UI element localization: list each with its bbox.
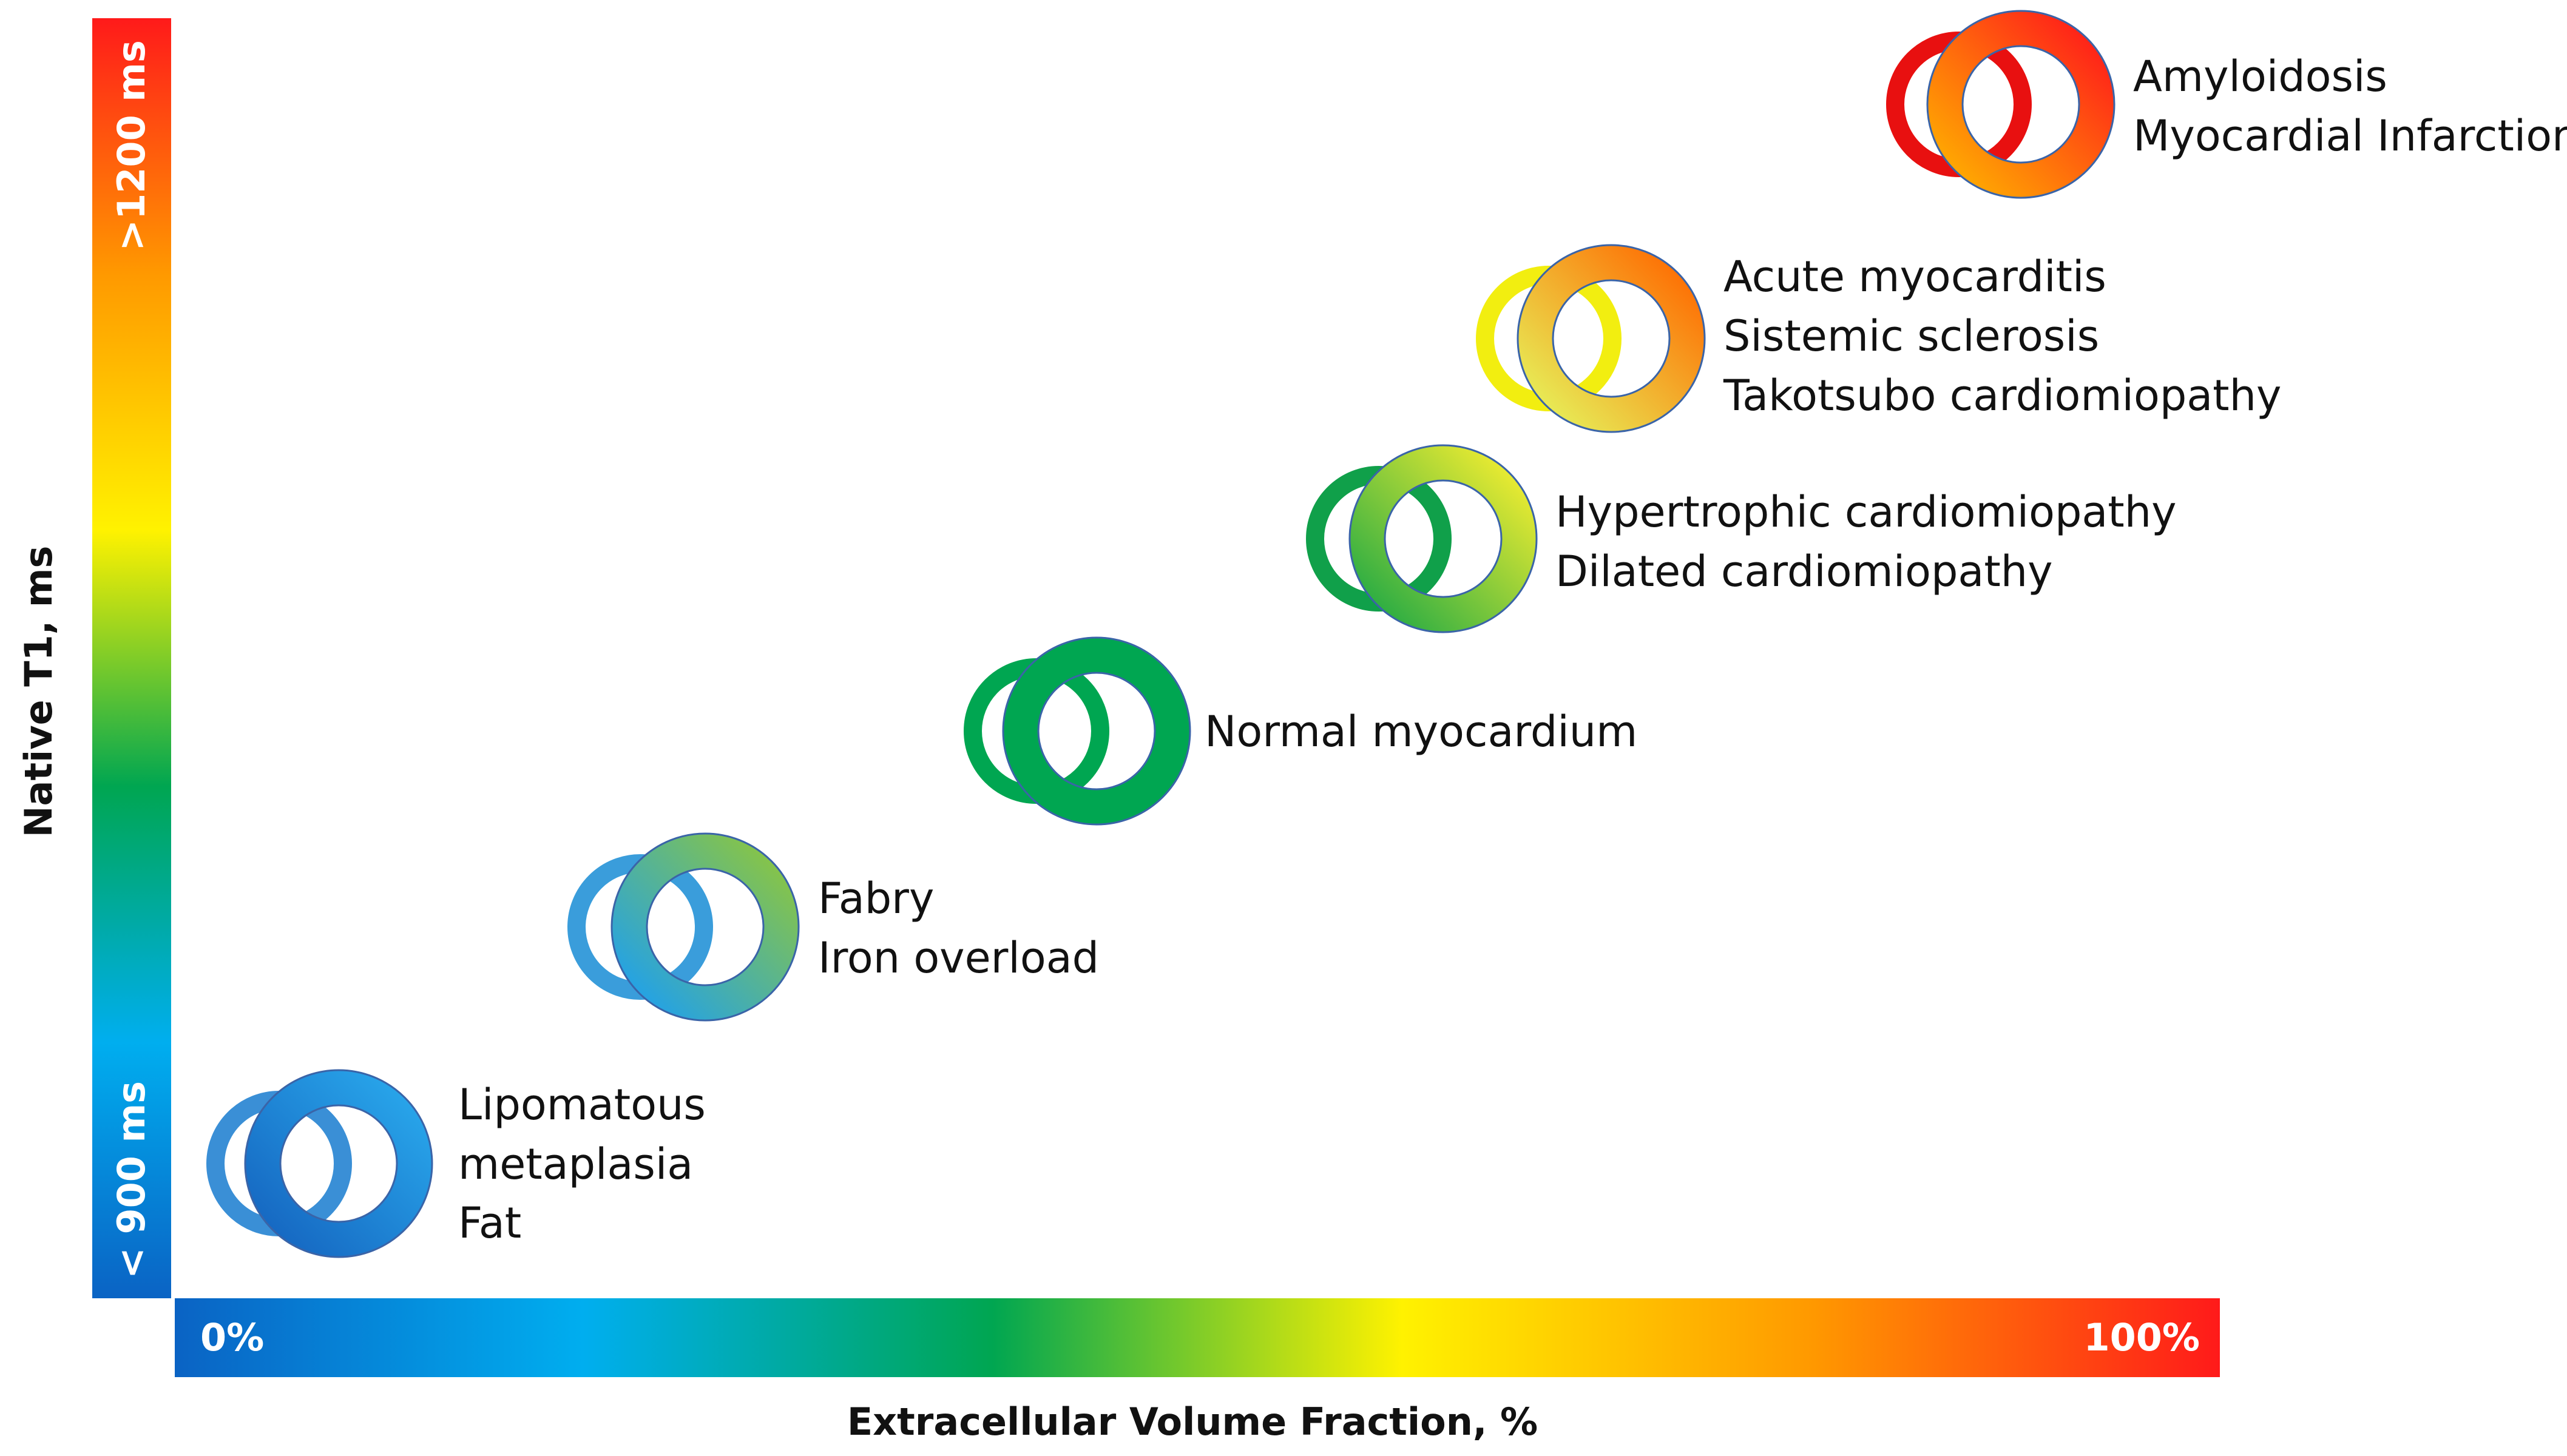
label-dilated: Dilated cardiomiopathy — [1555, 547, 2053, 596]
y-low-label: < 900 ms — [109, 1081, 154, 1279]
group-normal: Normal myocardium — [964, 636, 1637, 826]
ring-outline — [1517, 244, 1706, 433]
label-lipomatous: Lipomatous — [458, 1080, 706, 1130]
ring-outline — [1552, 279, 1671, 398]
x-high-label: 100% — [2083, 1315, 2200, 1360]
label-acute-myocarditis: Acute myocarditis — [1723, 252, 2106, 302]
x-gradient-bar — [175, 1298, 2220, 1377]
label-sistemic-sclerosis: Sistemic sclerosis — [1723, 311, 2099, 361]
front-ring-icon — [1518, 245, 1705, 432]
label-fat: Fat — [458, 1198, 521, 1248]
label-normal-myocardium: Normal myocardium — [1205, 707, 1637, 757]
ring-outline — [610, 832, 800, 1022]
front-ring-icon — [1003, 638, 1190, 824]
ring-outline — [1926, 10, 2115, 199]
y-high-label: >1200 ms — [109, 40, 154, 251]
front-ring-icon — [245, 1070, 432, 1257]
label-amyloidosis: Amyloidosis — [2133, 52, 2387, 101]
ring-outline — [646, 868, 765, 986]
group-amyloid: Amyloidosis Myocardial Infarction — [1886, 10, 2567, 199]
front-ring-icon — [612, 834, 799, 1020]
label-takotsubo: Takotsubo cardiomiopathy — [1723, 371, 2281, 420]
y-gradient-bar — [92, 18, 171, 1298]
ring-outline — [1384, 479, 1503, 598]
ring-outline — [244, 1069, 433, 1258]
ring-outline — [1348, 444, 1538, 633]
label-hypertrophic: Hypertrophic cardiomiopathy — [1555, 487, 2177, 537]
front-ring-icon — [1927, 11, 2114, 198]
label-metaplasia: metaplasia — [458, 1139, 693, 1189]
x-low-label: 0% — [200, 1315, 264, 1360]
ring-outline — [1037, 672, 1156, 790]
ring-outline — [279, 1104, 398, 1223]
x-axis: 0% 100% Extracellular Volume Fraction, % — [175, 1298, 2220, 1444]
ring-outline — [1002, 636, 1191, 826]
x-axis-title: Extracellular Volume Fraction, % — [847, 1400, 1538, 1444]
group-fat: Lipomatous metaplasia Fat — [206, 1069, 706, 1258]
label-myocardial-infarction: Myocardial Infarction — [2133, 111, 2567, 161]
label-iron-overload: Iron overload — [818, 933, 1099, 983]
front-ring-icon — [1350, 445, 1537, 632]
group-fabry: Fabry Iron overload — [567, 832, 1099, 1022]
group-hypertrophic: Hypertrophic cardiomiopathy Dilated card… — [1306, 444, 2177, 633]
ring-outline — [1961, 45, 2080, 164]
group-acute: Acute myocarditis Sistemic sclerosis Tak… — [1476, 244, 2281, 433]
y-axis: >1200 ms < 900 ms Native T1, ms — [16, 18, 171, 1298]
label-fabry: Fabry — [818, 874, 934, 923]
y-axis-title: Native T1, ms — [16, 546, 61, 838]
